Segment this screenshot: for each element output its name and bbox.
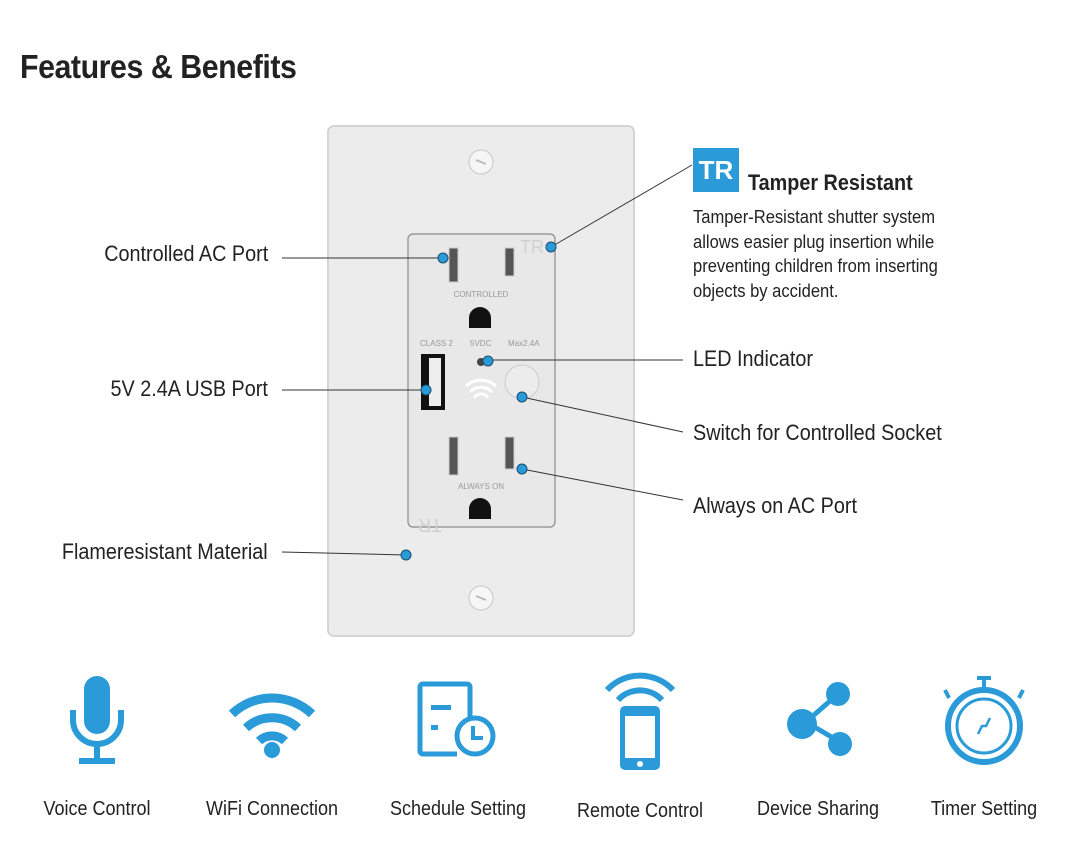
controlled-label: CONTROLLED [454, 290, 509, 299]
usb-current-label: Max2.4A [508, 339, 540, 348]
feature-label: Device Sharing [756, 798, 880, 820]
always-on-label: ALWAYS ON [458, 482, 504, 491]
callout-dot [400, 549, 412, 561]
feature-label: Schedule Setting [389, 798, 527, 820]
stopwatch-icon [943, 676, 1025, 765]
callout-dot [516, 391, 528, 403]
slot [448, 247, 459, 283]
feature-label: Voice Control [43, 798, 151, 820]
tamper-title: Tamper Resistant [748, 170, 913, 195]
callout-always-on: Always on AC Port [693, 493, 857, 518]
callout-dot [482, 355, 494, 367]
feature-remote-control: Remote Control [555, 670, 725, 823]
tamper-description: Tamper-Resistant shutter system allows e… [693, 207, 938, 301]
feature-label: Timer Setting [930, 798, 1038, 820]
callout-dot [420, 384, 432, 396]
tr-mark-top: TR [520, 237, 544, 257]
feature-schedule-setting: Schedule Setting [373, 670, 543, 821]
callout-flame: Flameresistant Material [62, 539, 268, 564]
callout-dot [437, 252, 449, 264]
feature-label: Remote Control [576, 800, 704, 822]
callout-switch: Switch for Controlled Socket [693, 420, 942, 445]
callout-dot [545, 241, 557, 253]
usb-class-label: CLASS 2 [420, 339, 453, 348]
tr-badge: TR [693, 148, 739, 192]
callout-dot [516, 463, 528, 475]
callout-controlled-ac: Controlled AC Port [104, 241, 268, 266]
ground-hole [469, 307, 491, 328]
feature-timer-setting: Timer Setting [899, 670, 1068, 821]
feature-wifi-connection: WiFi Connection [187, 670, 357, 821]
slot [504, 247, 515, 277]
tr-mark-bottom: TR [418, 515, 442, 535]
wifi-icon [228, 693, 316, 758]
page-title: Features & Benefits [20, 48, 297, 85]
feature-label: WiFi Connection [205, 798, 339, 820]
feature-device-sharing: Device Sharing [733, 670, 903, 821]
ground-hole [469, 498, 491, 519]
slot [504, 436, 515, 470]
callout-usb: 5V 2.4A USB Port [110, 376, 268, 401]
usb-voltage-label: 5VDC [470, 339, 492, 348]
phone-remote-icon [604, 672, 676, 770]
slot [448, 436, 459, 476]
share-icon [787, 682, 852, 756]
feature-voice-control: Voice Control [12, 670, 182, 821]
wifi-logo-icon [464, 378, 498, 399]
schedule-icon [417, 681, 496, 757]
microphone-icon [70, 676, 124, 764]
callout-led: LED Indicator [693, 346, 813, 371]
